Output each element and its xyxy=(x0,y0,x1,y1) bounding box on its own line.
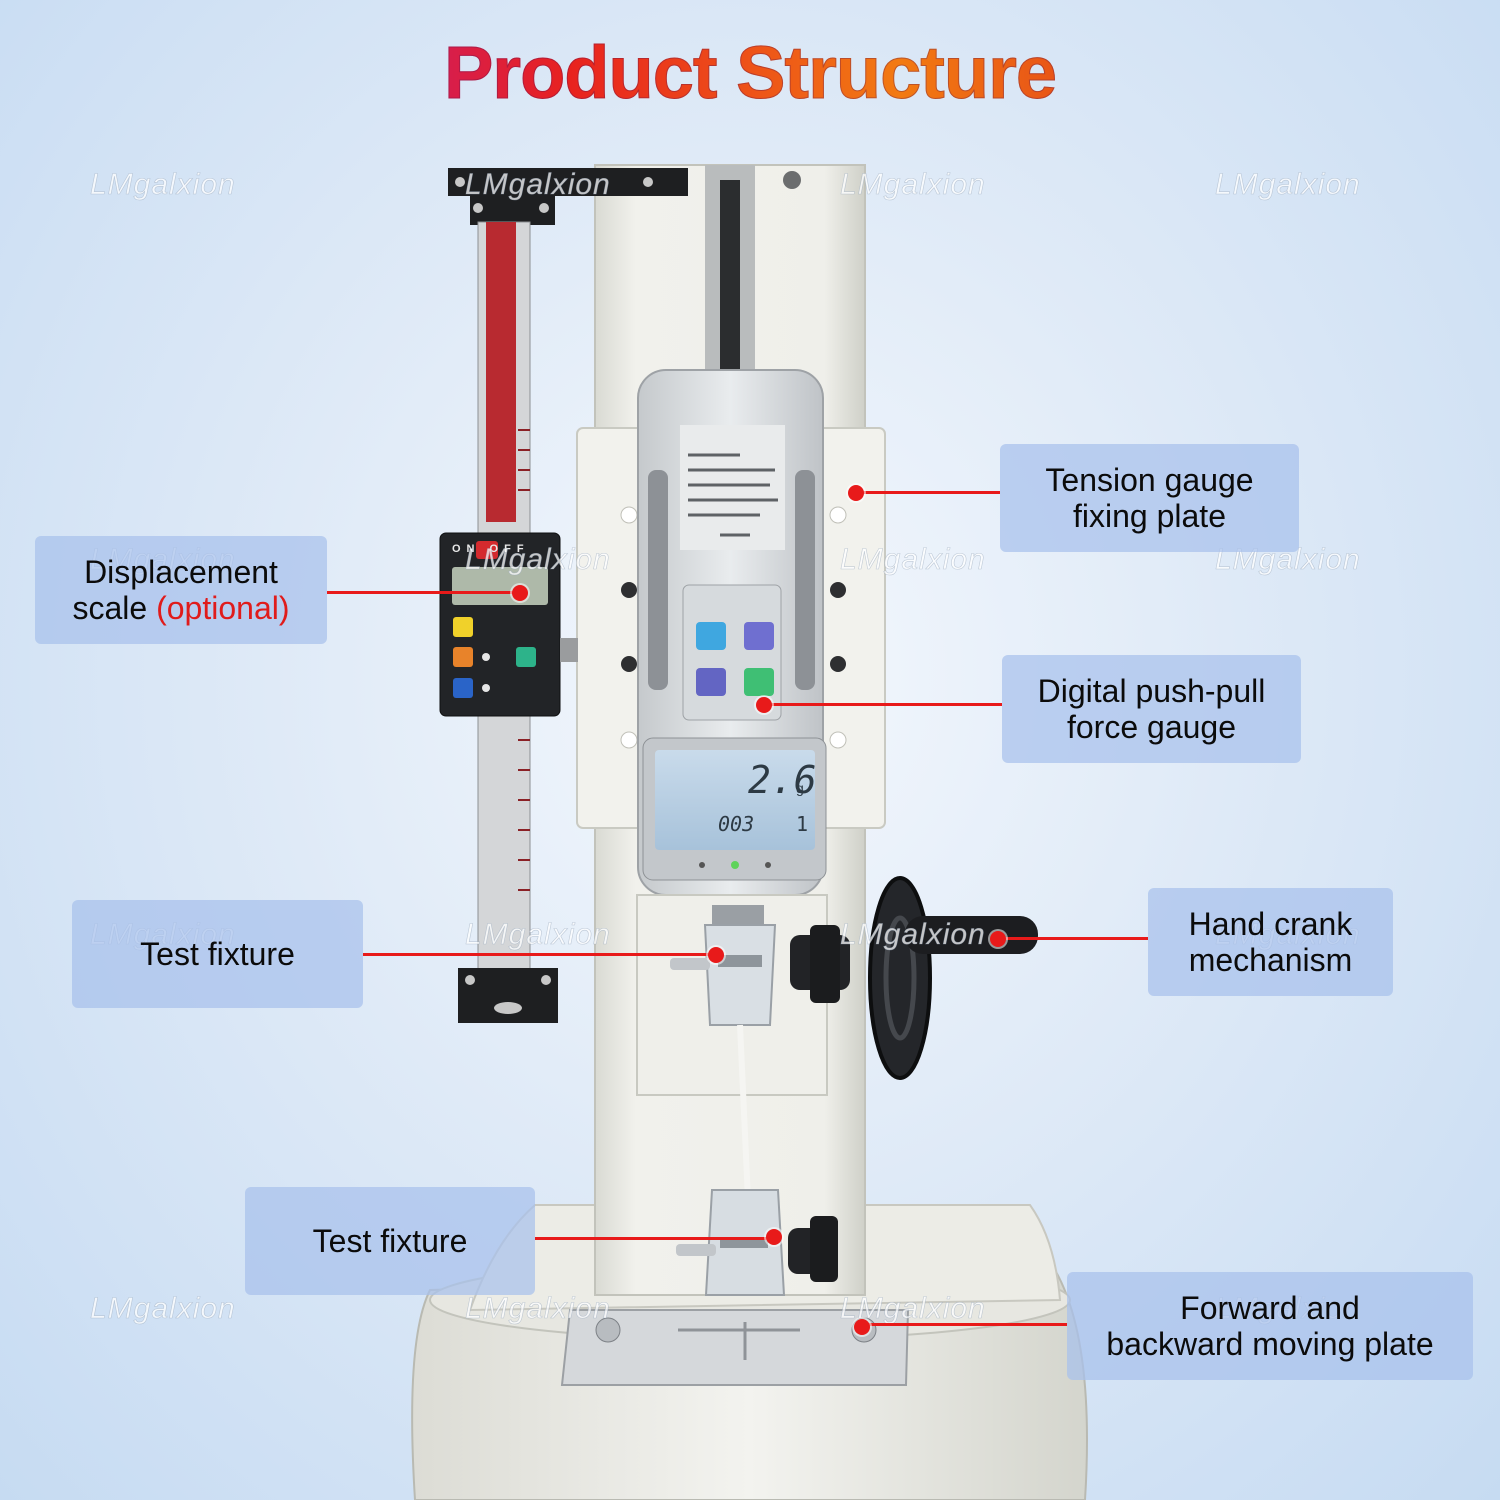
callout-dot-hand-crank xyxy=(990,931,1006,947)
callout-dot-test-fixture-upper xyxy=(708,947,724,963)
gauge-reading: 2.6 xyxy=(748,758,817,802)
moving-plate xyxy=(560,1309,910,1386)
callout-line-tension-plate xyxy=(856,491,1000,494)
label-line: backward moving plate xyxy=(1106,1326,1434,1362)
label-line: Test fixture xyxy=(140,936,295,972)
callout-dot-moving-plate xyxy=(854,1319,870,1335)
label-line: force gauge xyxy=(1066,709,1236,745)
callout-dot-push-pull-gauge xyxy=(756,697,772,713)
label-test-fixture-upper: Test fixture xyxy=(72,900,363,1008)
label-word: scale xyxy=(72,590,148,626)
gauge-unit: g xyxy=(796,780,804,796)
scale-on-off: ON OFF xyxy=(452,543,530,555)
label-line: Forward and xyxy=(1180,1290,1360,1326)
label-line: Digital push-pull xyxy=(1037,673,1266,709)
label-test-fixture-lower: Test fixture xyxy=(245,1187,535,1295)
callout-line-moving-plate xyxy=(862,1323,1067,1326)
callout-dot-tension-plate xyxy=(848,485,864,501)
callout-dot-test-fixture-lower xyxy=(766,1229,782,1245)
label-forward-backward-moving-plate: Forward and backward moving plate xyxy=(1067,1272,1473,1380)
hand-crank xyxy=(790,876,1038,1080)
callout-line-push-pull-gauge xyxy=(764,703,1002,706)
callout-line-test-fixture-lower xyxy=(535,1237,774,1240)
gauge-channel: 1 xyxy=(796,812,809,836)
gauge-count: 003 xyxy=(718,812,755,836)
label-tension-gauge-fixing-plate: Tension gauge fixing plate xyxy=(1000,444,1299,552)
lower-test-fixture xyxy=(676,1189,838,1296)
label-line: mechanism xyxy=(1188,942,1353,978)
label-displacement-scale: Displacement scale (optional) xyxy=(35,536,327,644)
push-pull-force-gauge xyxy=(637,369,827,896)
optional-note: (optional) xyxy=(156,590,290,626)
callout-line-displacement-scale xyxy=(327,591,520,594)
label-digital-push-pull-force-gauge: Digital push-pull force gauge xyxy=(1002,655,1301,763)
label-line: Displacement xyxy=(84,554,278,590)
label-line: fixing plate xyxy=(1073,498,1226,534)
callout-line-hand-crank xyxy=(998,937,1148,940)
label-line: Hand crank xyxy=(1188,906,1353,942)
label-line: Tension gauge xyxy=(1045,462,1254,498)
label-line: scale (optional) xyxy=(73,590,290,626)
label-line: Test fixture xyxy=(312,1223,468,1259)
callout-dot-displacement-scale xyxy=(512,585,528,601)
callout-line-test-fixture-upper xyxy=(363,953,716,956)
page-title: Product Structure xyxy=(0,30,1500,115)
label-hand-crank-mechanism: Hand crank mechanism xyxy=(1148,888,1393,996)
